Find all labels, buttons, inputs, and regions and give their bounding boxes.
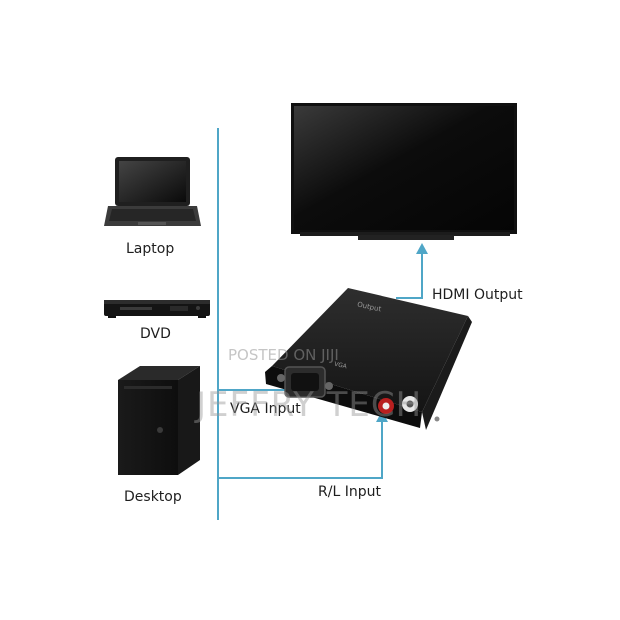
vga-hdmi-converter-device	[265, 288, 472, 430]
vga-input-label: VGA Input	[230, 401, 301, 417]
laptop-icon	[104, 157, 201, 226]
connection-lines	[217, 128, 423, 520]
hdmi-arrow-icon	[416, 243, 428, 254]
rl-connection-line	[218, 420, 383, 479]
laptop-label: Laptop	[126, 241, 175, 257]
desktop-label: Desktop	[124, 489, 182, 505]
desktop-tower-icon	[118, 366, 200, 475]
dvd-player-icon	[104, 300, 210, 318]
dvd-label: DVD	[140, 326, 171, 342]
rl-input-label: R/L Input	[318, 484, 381, 500]
hdmi-connection-line	[396, 252, 423, 299]
hdmi-output-label: HDMI Output	[432, 287, 523, 303]
tv-icon	[291, 103, 517, 240]
